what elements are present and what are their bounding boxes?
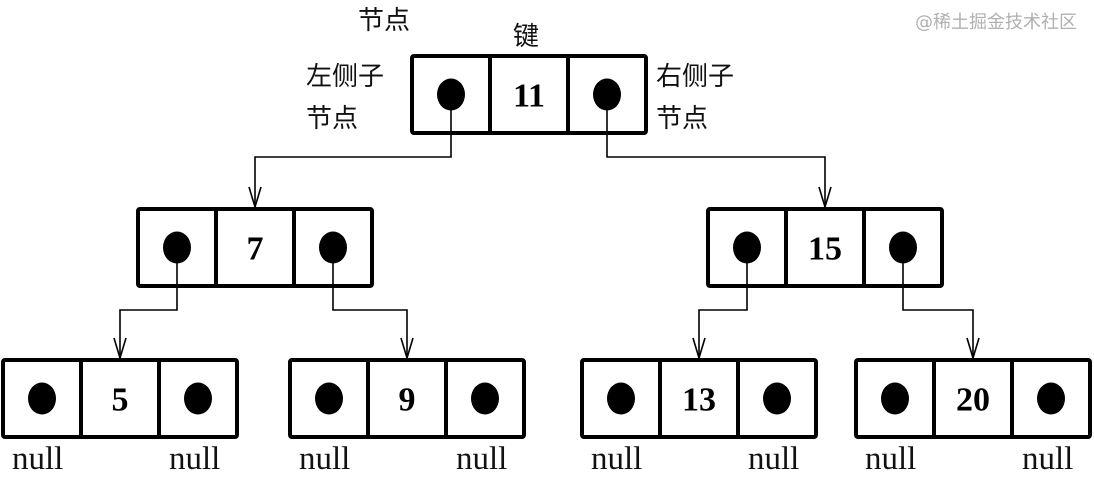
arrowhead-icon <box>692 337 706 361</box>
left-pointer-dot <box>607 382 635 415</box>
right-pointer-dot <box>184 382 212 415</box>
arrowhead-icon <box>400 337 414 361</box>
null-label-left: null <box>591 441 643 477</box>
right-pointer-dot <box>763 382 791 415</box>
null-label-right: null <box>456 441 508 477</box>
arrowhead-icon <box>818 186 832 210</box>
left-pointer-dot <box>881 382 909 415</box>
node-key-15: 15 <box>808 231 842 268</box>
node-box-11 <box>410 54 648 135</box>
node-key-11: 11 <box>513 78 545 115</box>
edge-n11-n7 <box>254 94 452 207</box>
edge-n7-n5 <box>119 247 178 358</box>
node-key-20: 20 <box>956 382 990 419</box>
arrowhead-icon <box>113 337 127 361</box>
right-child-label: 右侧子 <box>656 62 735 92</box>
null-label-right: null <box>1022 441 1074 477</box>
left-child-label-2: 节点 <box>306 104 359 134</box>
null-label-left: null <box>12 441 64 477</box>
null-label-left: null <box>299 441 351 477</box>
node-key-9: 9 <box>399 382 416 419</box>
left-pointer-dot <box>28 382 56 415</box>
left-child-label: 左侧子 <box>306 62 385 92</box>
node-key-7: 7 <box>247 231 264 268</box>
key-label: 键 <box>513 22 540 52</box>
null-label-right: null <box>748 441 800 477</box>
node-label: 节点 <box>358 6 411 36</box>
arrowhead-icon <box>248 186 262 210</box>
edge-n7-n9 <box>332 247 408 358</box>
edge-n15-n13 <box>698 247 748 358</box>
null-label-right: null <box>169 441 221 477</box>
node-key-13: 13 <box>682 382 716 419</box>
node-key-5: 5 <box>112 382 129 419</box>
left-pointer-dot <box>315 382 343 415</box>
right-pointer-dot <box>1037 382 1065 415</box>
right-pointer-dot <box>471 382 499 415</box>
arrowhead-icon <box>966 337 980 361</box>
watermark: @稀土掘金技术社区 <box>915 12 1077 33</box>
edge-n15-n20 <box>902 247 974 358</box>
null-label-left: null <box>865 441 917 477</box>
edge-n11-n15 <box>606 94 826 207</box>
right-child-label-2: 节点 <box>656 104 709 134</box>
